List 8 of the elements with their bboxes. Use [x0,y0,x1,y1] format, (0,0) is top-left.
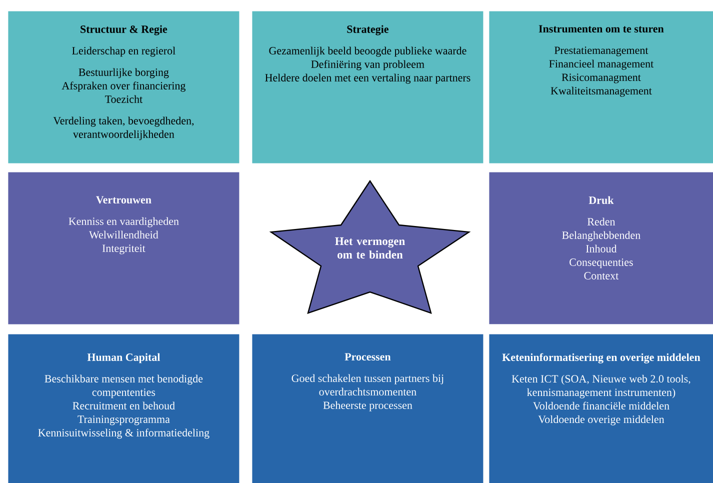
category-box: Keteninformatisering en overige middelen Keten ICT (SOA, Nieuwe web 2.0 tools, kennismanagement instrumenten) Voldoende financiële middelen Voldoende overige middelen [489,334,713,483]
category-box: Druk Reden Belanghebbenden Inhoud Consequenties Context [489,172,713,324]
category-box: Vertrouwen Kenniss en vaardigheden Welwillendheid Integriteit [8,172,240,324]
category-box: Human Capital Beschikbare mensen met benodigde compententies Recruitment en behoud Trainingsprogramma Kennisuitwisseling & informatiedeling [8,334,240,483]
category-box: Instrumenten om te sturen Prestatiemanagement Financieel management Risicomanagment Kwaliteitsmanagement [489,11,713,164]
category-box: Structuur & Regie Leiderschap en regierol Bestuurlijke borging Afspraken over financiering Toezicht Verdeling taken, bevoegdheden, verantwoordelijkheden [8,11,240,164]
category-box: Strategie Gezamenlijk beeld beoogde publieke waarde Definiëring van probleem Heldere doelen met een vertaling naar partners [252,11,484,164]
category-box: Processen Goed schakelen tussen partners bij overdrachtsmomenten Beheerste processen [252,334,484,483]
